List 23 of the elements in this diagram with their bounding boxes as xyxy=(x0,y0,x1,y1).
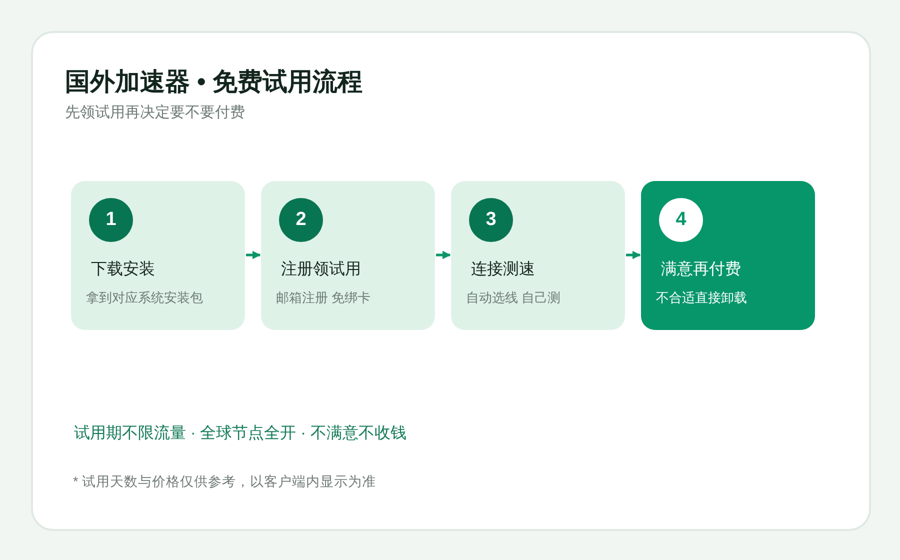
step-card xyxy=(261,181,435,330)
arrow xyxy=(246,250,261,260)
step-title: 满意再付费 xyxy=(661,260,741,280)
step-number-circle: 3 xyxy=(469,198,513,242)
highlighted-step-card xyxy=(641,181,815,330)
step-number-circle: 1 xyxy=(89,198,133,242)
arrow xyxy=(626,250,641,260)
step-title: 注册领试用 xyxy=(281,260,361,280)
step-description: 邮箱注册 免绑卡 xyxy=(276,289,371,306)
step-title: 连接测速 xyxy=(471,260,535,280)
step-card xyxy=(71,181,245,330)
step-number-circle: 2 xyxy=(279,198,323,242)
step-description: 自动选线 自己测 xyxy=(466,289,561,306)
step-number-circle: 4 xyxy=(659,198,703,242)
step-description: 不合适直接卸载 xyxy=(656,289,747,306)
arrow xyxy=(436,250,451,260)
subtitle: 先领试用再决定要不要付费 xyxy=(65,103,245,122)
footnote: * 试用天数与价格仅供参考，以客户端内显示为准 xyxy=(73,473,376,491)
title: 国外加速器 • 免费试用流程 xyxy=(65,67,363,98)
step-title: 下载安装 xyxy=(91,260,155,280)
step-description: 拿到对应系统安装包 xyxy=(86,289,203,306)
step-card xyxy=(451,181,625,330)
feature-note: 试用期不限流量 · 全球节点全开 · 不满意不收钱 xyxy=(74,424,406,444)
